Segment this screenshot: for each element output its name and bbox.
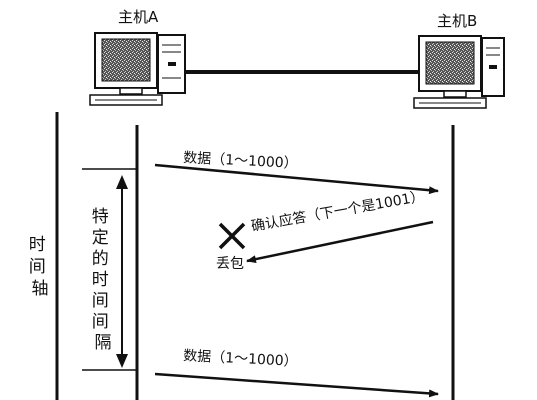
packet-loss-label: 丢包 [216, 256, 244, 272]
ack-arrow [246, 220, 434, 264]
data-arrow-1 [154, 163, 439, 195]
interval-char: 间 [92, 291, 109, 311]
data-arrow-2 [154, 372, 439, 398]
interval-char: 间 [92, 312, 109, 332]
interval-arrow-top [116, 175, 128, 189]
time-axis-char: 时 [29, 235, 46, 255]
time-axis-label: 时 间 轴 [29, 235, 51, 299]
host-b-label: 主机B [437, 12, 477, 30]
computer-b-icon [413, 35, 505, 109]
interval-arrow-bottom [116, 354, 128, 368]
interval-char: 定 [92, 228, 109, 248]
interval-char: 隔 [95, 333, 112, 353]
interval-char: 的 [92, 249, 109, 269]
interval-char: 特 [92, 207, 109, 227]
packet-loss-x-icon [218, 222, 246, 250]
data-label-2: 数据（1～1000） [183, 348, 298, 370]
data-label-1: 数据（1～1000） [183, 150, 298, 172]
computer-a-icon [89, 32, 186, 106]
interval-char: 时 [92, 270, 109, 290]
interval-label: 特 定 的 时 间 间 隔 [92, 207, 114, 353]
time-axis-char: 轴 [32, 279, 49, 299]
time-axis-char: 间 [29, 257, 46, 277]
host-a-label: 主机A [118, 8, 159, 26]
